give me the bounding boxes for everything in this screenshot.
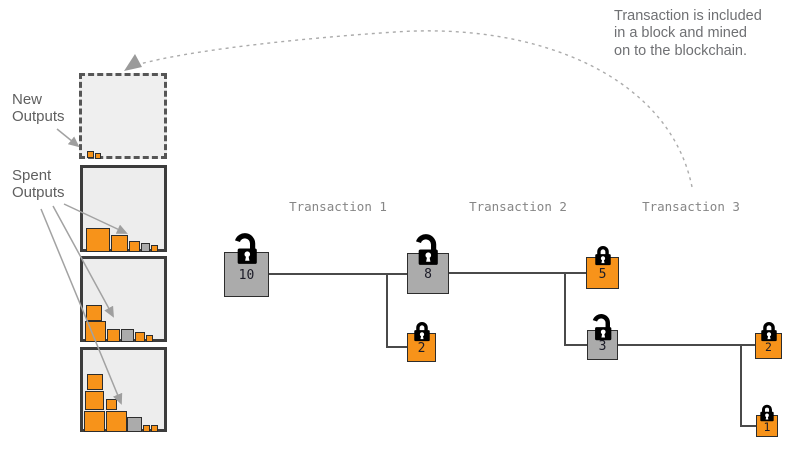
output-square-orange [106,411,127,432]
closed-padlock-icon [593,244,613,266]
output-square-orange [86,305,102,321]
output-square-orange [87,374,103,390]
utxo-value: 2 [417,341,426,356]
output-square-orange [129,241,140,252]
output-square-orange [86,228,110,252]
transaction-2-label: Transaction 2 [469,199,567,214]
closed-padlock-icon [412,320,432,342]
utxo-value: 3 [598,338,607,354]
closed-padlock-icon [759,320,779,342]
mined-to-block-arrowhead-icon [124,54,142,71]
output-square-gray [141,243,150,252]
output-square-orange [107,329,120,342]
utxo-box-3: 3 [587,314,618,360]
utxo-box-2-tx3: 2 [755,321,782,359]
output-square-orange [95,153,101,159]
output-square-gray [127,417,142,432]
output-square-orange [143,425,150,432]
utxo-box-2-tx1: 2 [407,321,436,362]
pending-block [79,73,167,159]
output-square-orange [146,335,153,342]
output-square-orange [135,332,145,342]
output-square-orange [106,399,117,410]
blockchain-annotation: Transaction is included in a block and m… [614,8,762,59]
open-padlock-icon [414,234,442,266]
transaction-connectors [269,272,756,427]
mined-block-1 [80,165,167,252]
transaction-3-label: Transaction 3 [642,199,740,214]
new-outputs-arrow [56,128,80,148]
output-square-orange [87,151,94,158]
transaction-1-label: Transaction 1 [289,199,387,214]
output-square-orange [84,411,105,432]
output-square-orange [111,235,128,252]
utxo-value: 10 [238,268,255,283]
connector-branch-to-3 [564,273,587,346]
connector-branch-to-2 [386,274,407,348]
mined-block-3 [80,347,167,432]
mined-to-block-curve [139,30,693,188]
utxo-box-1: 1 [756,404,778,437]
utxo-box-8: 8 [407,234,449,294]
open-padlock-icon [233,233,261,265]
closed-padlock-icon [759,403,776,422]
new-outputs-label: New Outputs [12,91,65,126]
utxo-value: 2 [765,340,772,354]
output-square-orange [85,321,106,342]
utxo-value: 8 [424,267,432,282]
output-square-gray [121,329,134,342]
output-square-orange [151,425,158,432]
connector-branch-to-1 [740,345,756,427]
spent-outputs-label: Spent Outputs [12,167,65,202]
utxo-value: 5 [598,266,607,282]
output-square-orange [85,391,104,410]
utxo-box-10: 10 [224,233,269,297]
utxo-box-5: 5 [586,245,619,289]
output-square-orange [151,245,158,252]
utxo-value: 1 [763,420,771,434]
mined-block-2 [80,256,167,342]
open-padlock-icon [591,314,615,341]
